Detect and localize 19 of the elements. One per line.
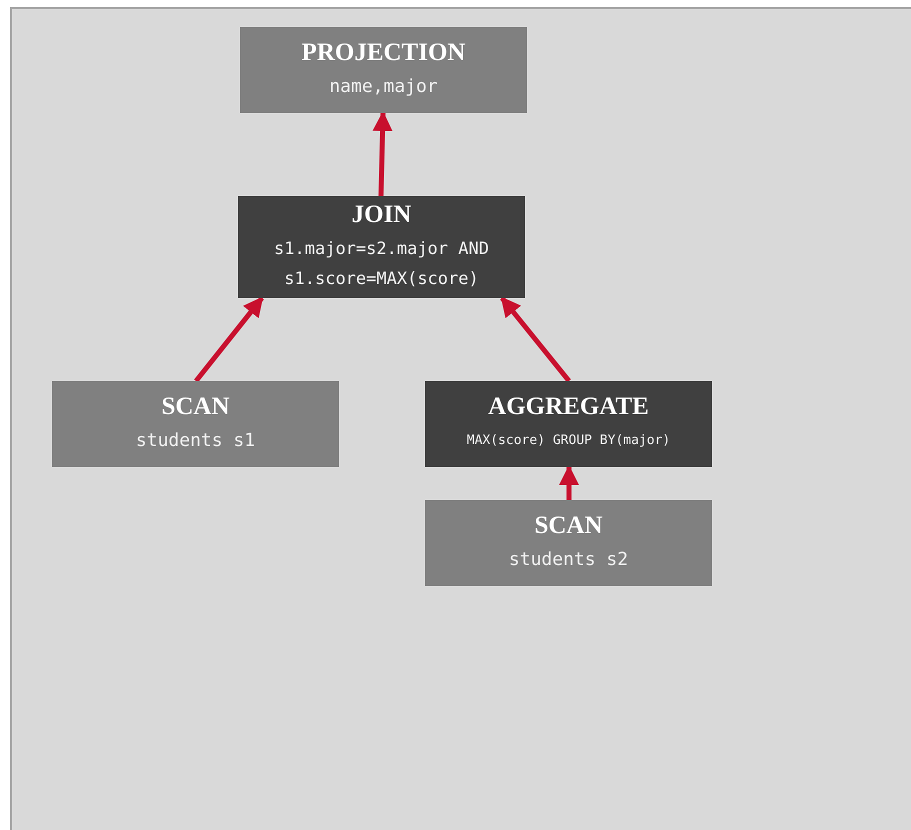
operator-box [240, 27, 527, 113]
operator-box [238, 196, 525, 298]
operator-box [425, 381, 712, 467]
operator-detail: students s1 [134, 429, 256, 453]
operator-detail: MAX(score) GROUP BY(major) [466, 432, 672, 450]
operator-detail: students s2 [508, 548, 630, 572]
operator-box [425, 500, 712, 586]
operator-name: JOIN [352, 200, 412, 230]
operator-detail: name,major [328, 75, 439, 99]
arrow [372, 111, 393, 196]
operator-name: PROJECTION [302, 38, 466, 68]
operator-name: SCAN [534, 511, 603, 541]
arrow [559, 465, 579, 500]
arrow [194, 296, 264, 383]
operator-name: AGGREGATE [488, 392, 649, 422]
operator-name: SCAN [161, 392, 230, 422]
operator-detail: s1.major=s2.major AND s1.score=MAX(score) [273, 238, 490, 291]
operator-box [52, 381, 339, 467]
arrow [500, 296, 571, 383]
